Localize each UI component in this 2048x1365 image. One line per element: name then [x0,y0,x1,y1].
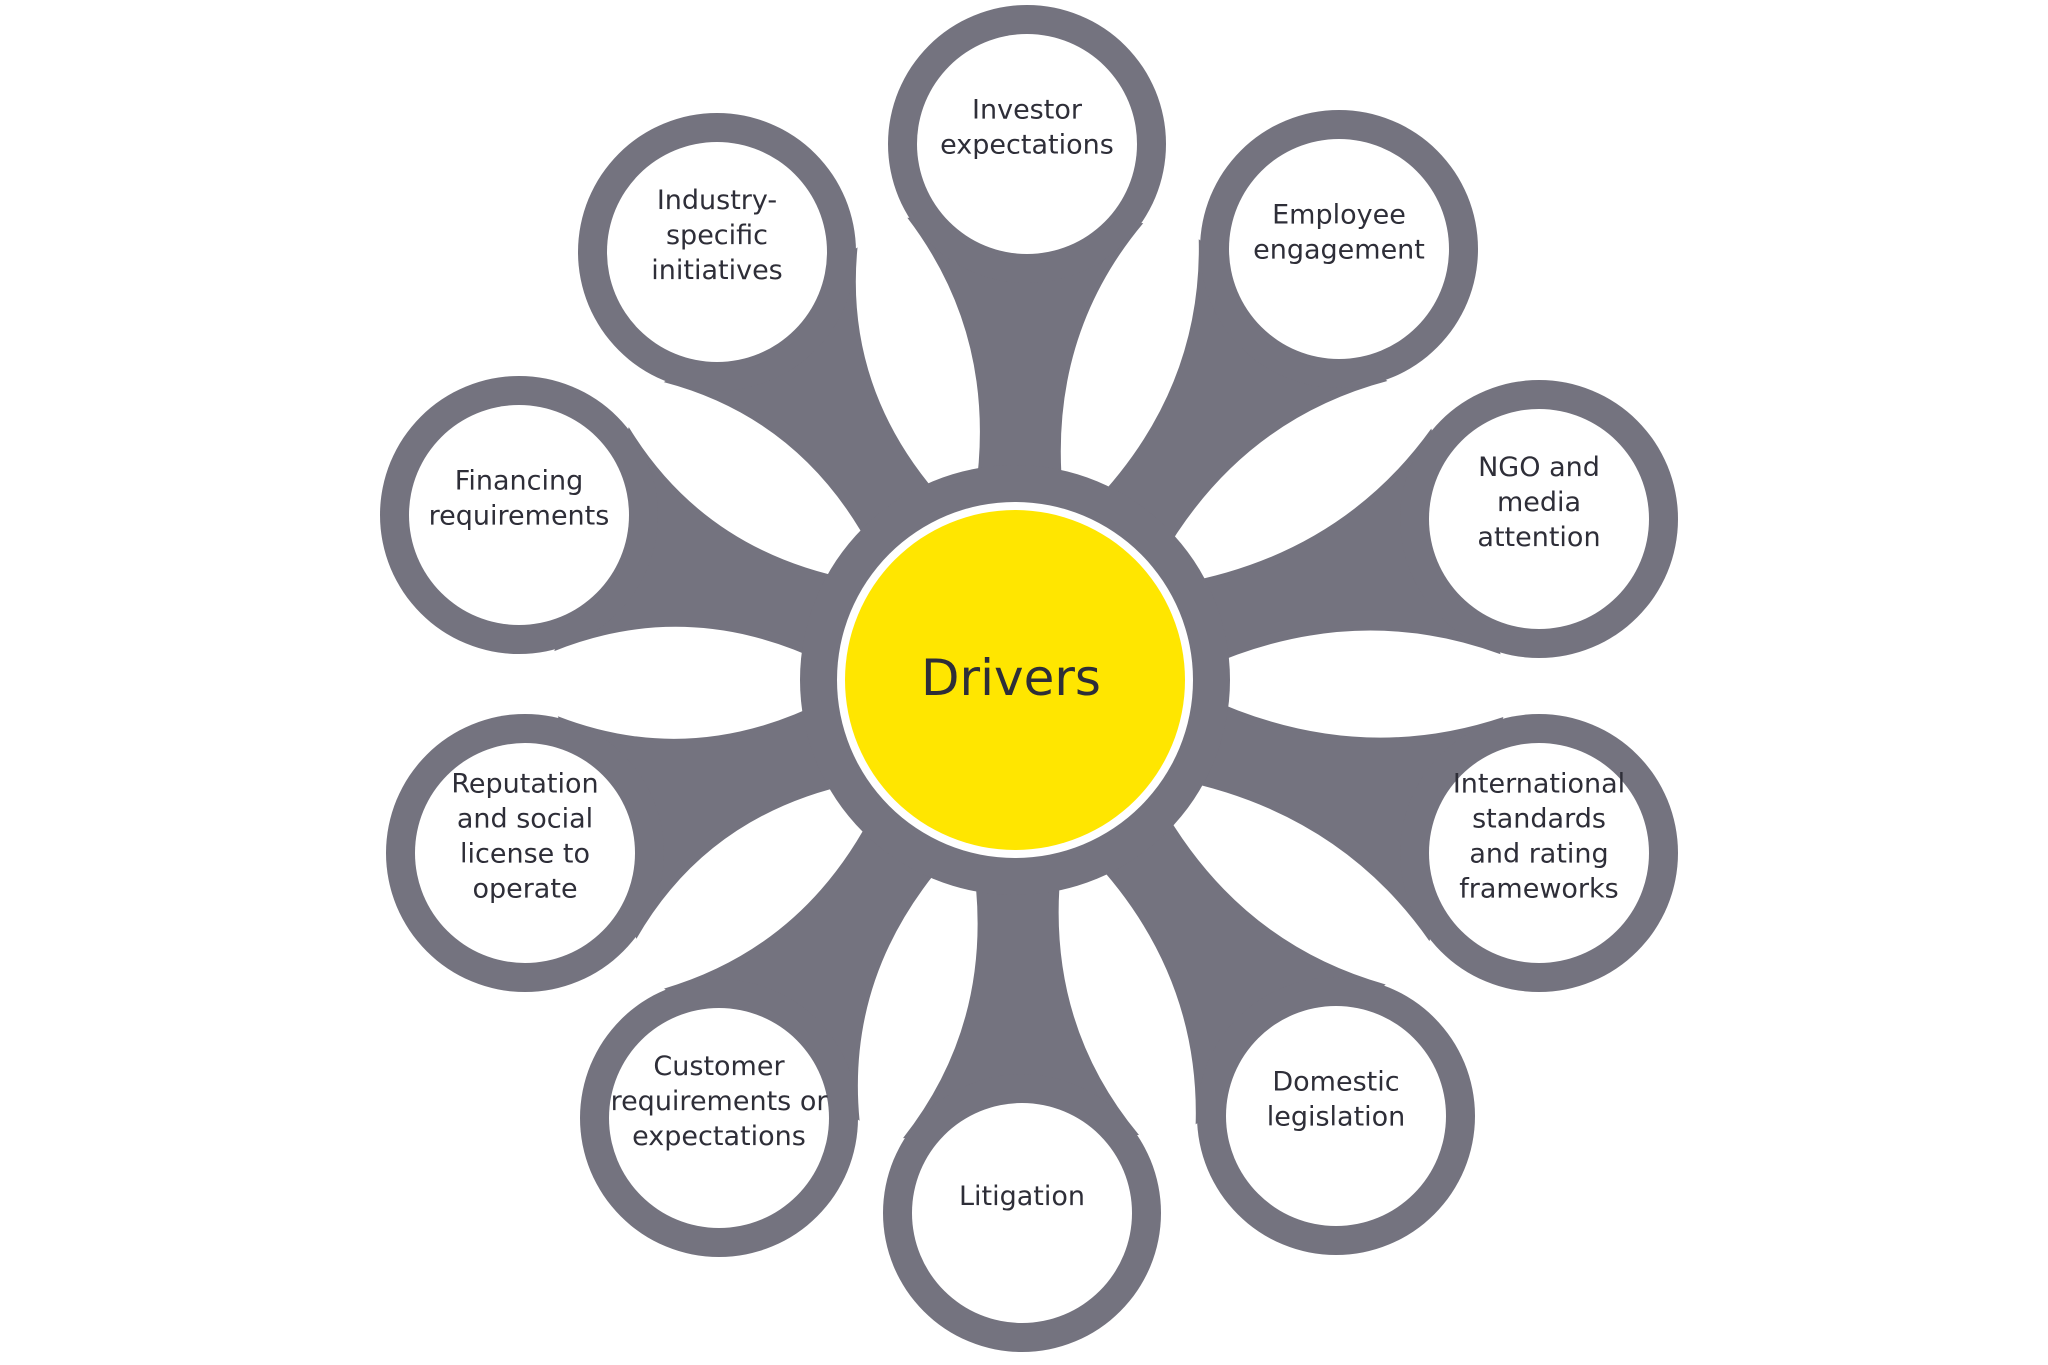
node-label-line: NGO and [1478,452,1600,483]
driver-node-litigation: Litigation [883,1074,1161,1352]
node-face [1226,1006,1446,1226]
node-face [1429,409,1649,629]
driver-node-investor-expectations: Investor expectations [888,5,1166,283]
node-label-line: Domestic [1272,1067,1399,1098]
node-face [1229,139,1449,359]
node-label-line: Employee [1272,200,1406,231]
node-label: Investor expectations [940,95,1114,161]
spoke-industry-specific-initiatives [663,247,946,554]
spoke-domestic-legislation [1089,802,1386,1125]
node-label-line: media [1497,487,1581,518]
node-label-line: Litigation [959,1181,1085,1212]
hub: Drivers [800,465,1230,895]
driver-node-international-standards: International standards and rating framewor… [1400,714,1678,992]
node-face [607,142,827,362]
node-label: Reputation and social license to operate [451,769,598,905]
spoke-employee-engagement [1090,239,1388,559]
node-face [409,405,629,625]
node-label-line: license to [460,839,590,870]
node-label: Customer requirements or expectations [611,1051,829,1152]
node-label-line: International [1453,769,1625,800]
hub-label: Drivers [921,649,1101,707]
node-label-line: initiatives [651,255,783,286]
node-label-line: expectations [940,130,1114,161]
node-label: Industry-specific initiatives [651,185,783,286]
node-label-line: attention [1477,522,1600,553]
node-face [1429,743,1649,963]
node-label-line: and rating [1469,839,1608,870]
node-label-line: Industry- [657,185,777,216]
spoke-litigation [903,864,1139,1139]
node-label: Financing requirements [429,466,610,532]
node-label-line: Reputation [451,769,598,800]
node-face [609,1008,829,1228]
node-label-line: Customer [653,1051,785,1082]
hub-core-circle [845,510,1185,850]
node-label: International standards and rating framewor… [1453,769,1625,905]
node-label-line: legislation [1267,1102,1406,1133]
node-label: Litigation [959,1181,1085,1212]
driver-node-employee-engagement: Employee engagement [1200,110,1478,388]
spoke-customer-requirements [664,808,948,1121]
spoke-investor-expectations [907,217,1144,497]
node-label-line: frameworks [1459,874,1618,905]
node-label-line: operate [472,874,577,905]
driver-node-ngo-media-attention: NGO and media attention [1400,380,1678,658]
node-label: Domestic legislation [1267,1067,1406,1133]
node-label: NGO and media attention [1477,452,1600,553]
node-label-line: Financing [455,466,583,497]
node-label-line: engagement [1253,235,1425,266]
driver-node-customer-requirements: Customer requirements or expectations [580,979,858,1257]
node-face [415,743,635,963]
driver-node-financing-requirements: Financing requirements [380,376,658,654]
node-label-line: standards [1472,804,1606,835]
node-label-line: expectations [632,1121,806,1152]
node-label-line: specific [666,220,768,251]
node-label: Employee engagement [1253,200,1425,266]
node-label-line: and social [457,804,593,835]
driver-node-domestic-legislation: Domestic legislation [1197,977,1475,1255]
node-face [917,34,1137,254]
node-label-line: requirements [429,501,610,532]
node-label-line: Investor [972,95,1083,126]
node-face [912,1103,1132,1323]
driver-node-industry-specific-initiatives: Industry-specific initiatives [578,113,856,391]
node-label-line: requirements or [611,1086,829,1117]
driver-node-reputation-social-license: Reputation and social license to operate [386,714,664,992]
